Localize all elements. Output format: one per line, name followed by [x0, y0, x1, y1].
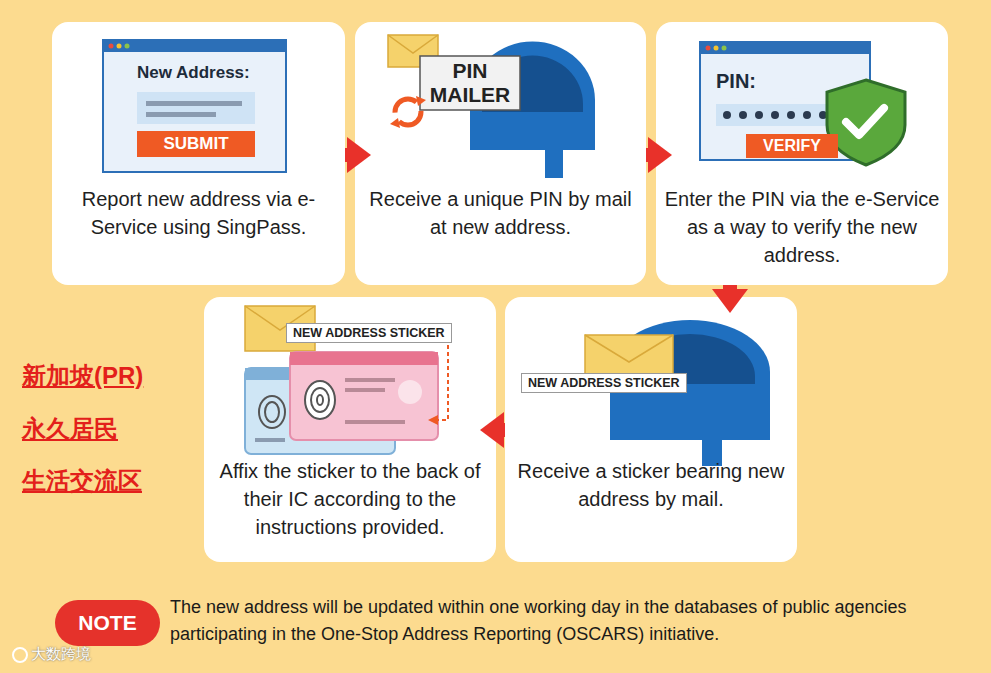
verify-button: VERIFY [746, 134, 838, 158]
illustration-part [345, 388, 385, 392]
illustration-part [716, 104, 834, 126]
mailer-title: PIN MAILER [422, 59, 518, 107]
illustration-part [125, 44, 130, 49]
step-caption: Enter the PIN via the e-Service as a way… [664, 185, 940, 269]
note-text: The new address will be updated within o… [170, 594, 982, 648]
illustration-part [722, 46, 727, 51]
illustration-part [787, 111, 795, 119]
illustration-part [311, 388, 329, 412]
illustration-part [395, 99, 421, 125]
step-caption: Report new address via e-Service using S… [60, 185, 337, 241]
illustration-part [545, 150, 563, 178]
side-title: 新加坡(PR) [22, 360, 143, 392]
box-ground [355, 22, 646, 285]
illustration-part [723, 111, 731, 119]
illustration-part [265, 402, 279, 422]
box-ground [52, 22, 345, 285]
box-grounds [52, 22, 948, 562]
illustration-part [103, 40, 286, 52]
illustration-part [714, 46, 719, 51]
illustration-part [420, 56, 520, 110]
illustrations [13, 35, 905, 662]
illustration-part [117, 44, 122, 49]
sticker-label: NEW ADDRESS STICKER [521, 373, 687, 393]
illustration-part [390, 118, 400, 128]
illustration-part [700, 42, 870, 54]
field-label: PIN: [716, 70, 756, 93]
box-ground [656, 22, 948, 285]
illustration-part [585, 335, 673, 362]
illustration-part [827, 80, 905, 165]
illustration-part [317, 395, 323, 405]
field-label: New Address: [137, 63, 250, 83]
step-caption: Receive a unique PIN by mail at new addr… [363, 185, 638, 241]
note-badge: NOTE [55, 600, 160, 646]
illustration-part [723, 111, 827, 119]
illustration-part [388, 35, 438, 53]
note-tag: NOTE [78, 611, 136, 635]
step-box: Receive a unique PIN by mail at new addr… [355, 22, 646, 285]
illustration-part [706, 46, 711, 51]
submit-button: SUBMIT [137, 131, 255, 157]
illustration-part [416, 96, 426, 106]
illustration-part [137, 92, 255, 124]
illustration-part [436, 338, 448, 420]
step-caption: Affix the sticker to the back of their I… [212, 457, 488, 541]
illustration-part [13, 648, 27, 662]
flow-arrow [723, 285, 737, 297]
illustration-part [146, 101, 242, 106]
illustration-part [345, 378, 395, 382]
box-ground [505, 297, 797, 562]
illustration-part [146, 112, 216, 117]
illustration-part [755, 111, 763, 119]
step-caption: Receive a sticker bearing new address by… [513, 457, 789, 513]
illustration-part [103, 40, 286, 172]
illustration-part [255, 438, 285, 442]
side-title: 生活交流区 [22, 465, 142, 497]
illustration-part [398, 380, 422, 404]
illustration-part [290, 352, 438, 440]
illustration-part [846, 108, 884, 135]
watermark: 大数跨境 [31, 645, 91, 664]
sticker-label: NEW ADDRESS STICKER [286, 323, 452, 343]
flow-arrow [496, 423, 505, 437]
illustration-part [771, 111, 779, 119]
step-box: Receive a sticker bearing new address by… [505, 297, 797, 562]
flow-arrow [646, 148, 656, 162]
side-title: 永久居民 [22, 413, 118, 445]
illustration-part [109, 44, 114, 49]
illustration-part [803, 111, 811, 119]
illustration-part [259, 396, 285, 428]
illustration-part [345, 420, 405, 424]
illustration-part [305, 381, 335, 419]
illustration-part [739, 111, 747, 119]
illustration-part [428, 415, 438, 425]
box-ground [204, 297, 496, 562]
flow-arrow [345, 148, 355, 162]
illustration-part [290, 352, 438, 365]
